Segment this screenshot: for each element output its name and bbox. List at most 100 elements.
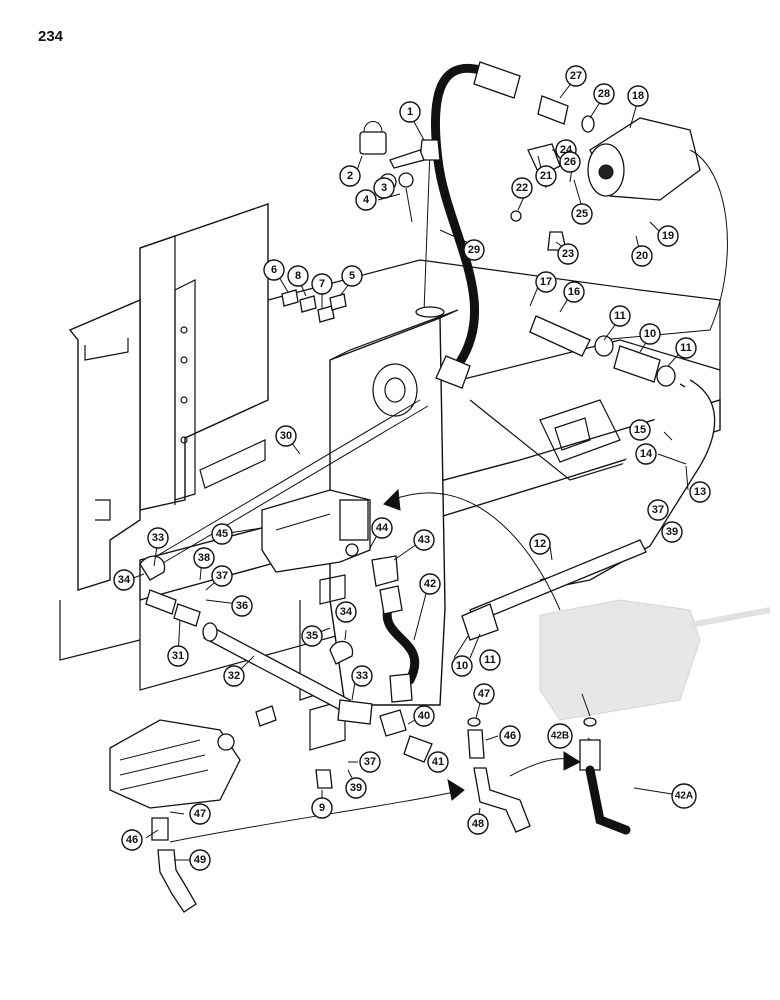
callout-37c: 37 <box>359 751 381 773</box>
callout-37a: 37 <box>211 565 233 587</box>
callout-34b: 34 <box>335 601 357 623</box>
svg-text:16: 16 <box>568 286 580 298</box>
callout-38: 38 <box>193 547 215 569</box>
callout-47b: 47 <box>189 803 211 825</box>
dipstick <box>415 139 445 318</box>
callout-17: 17 <box>535 271 557 293</box>
callout-10a: 10 <box>639 323 661 345</box>
callout-28: 28 <box>593 83 615 105</box>
svg-text:39: 39 <box>666 526 678 538</box>
svg-text:34: 34 <box>340 606 353 618</box>
control-valve-45 <box>261 489 371 573</box>
svg-text:38: 38 <box>198 552 210 564</box>
callout-8: 8 <box>287 265 309 287</box>
callout-18: 18 <box>627 85 649 107</box>
svg-text:23: 23 <box>562 248 574 260</box>
callout-46b: 46 <box>121 829 143 851</box>
small-fittings-5-8 <box>281 289 347 323</box>
callout-39b: 39 <box>345 777 367 799</box>
callout-35: 35 <box>301 625 323 647</box>
elbow-43 <box>371 555 399 587</box>
callout-34a: 34 <box>113 569 135 591</box>
callout-41: 41 <box>427 751 449 773</box>
svg-text:48: 48 <box>472 818 484 830</box>
callout-19: 19 <box>657 225 679 247</box>
suction-tube-assembly <box>529 315 716 591</box>
svg-text:47: 47 <box>194 808 206 820</box>
callout-36: 36 <box>231 595 253 617</box>
svg-text:18: 18 <box>632 90 644 102</box>
svg-text:33: 33 <box>152 532 164 544</box>
svg-text:45: 45 <box>216 528 228 540</box>
hydraulic-pump <box>587 117 728 341</box>
svg-text:49: 49 <box>194 854 206 866</box>
callout-20: 20 <box>631 245 653 267</box>
callout-29: 29 <box>463 239 485 261</box>
callout-21: 21 <box>535 165 557 187</box>
svg-text:13: 13 <box>694 486 706 498</box>
callout-43: 43 <box>413 529 435 551</box>
callout-33a: 33 <box>147 527 169 549</box>
ghost-control-valve <box>539 599 771 721</box>
svg-text:47: 47 <box>478 688 490 700</box>
svg-text:46: 46 <box>126 834 138 846</box>
tube-32-assembly <box>145 589 433 763</box>
svg-text:4: 4 <box>363 194 370 206</box>
svg-text:28: 28 <box>598 88 610 100</box>
callout-44: 44 <box>371 517 393 539</box>
svg-text:17: 17 <box>540 276 552 288</box>
plug-9 <box>315 769 333 789</box>
page-number: 234 <box>38 28 64 45</box>
callout-4: 4 <box>355 189 377 211</box>
lower-control-valve <box>109 719 241 913</box>
callout-11c: 11 <box>479 649 501 671</box>
svg-text:12: 12 <box>534 538 546 550</box>
callout-12: 12 <box>529 533 551 555</box>
callout-2: 2 <box>339 165 361 187</box>
svg-text:31: 31 <box>172 650 184 662</box>
svg-text:3: 3 <box>381 182 387 194</box>
fitting-11-lower <box>461 603 499 641</box>
svg-text:27: 27 <box>570 70 582 82</box>
svg-text:10: 10 <box>456 660 468 672</box>
svg-text:11: 11 <box>680 342 692 354</box>
svg-text:20: 20 <box>636 250 648 262</box>
plug-small <box>255 705 277 727</box>
callout-11a: 11 <box>609 305 631 327</box>
callout-25: 25 <box>571 203 593 225</box>
svg-text:29: 29 <box>468 244 480 256</box>
svg-text:6: 6 <box>271 264 277 276</box>
svg-text:46: 46 <box>504 730 516 742</box>
svg-text:37: 37 <box>216 570 228 582</box>
callout-45: 45 <box>211 523 233 545</box>
callout-markers: 1 2 3 4 5 6 7 8 9 10 10 11 11 11 12 13 1… <box>113 65 711 871</box>
svg-text:39: 39 <box>350 782 362 794</box>
callout-13: 13 <box>689 481 711 503</box>
svg-text:11: 11 <box>484 654 496 666</box>
svg-text:10: 10 <box>644 328 656 340</box>
callout-22: 22 <box>511 177 533 199</box>
callout-42: 42 <box>419 573 441 595</box>
callout-27: 27 <box>565 65 587 87</box>
callout-6: 6 <box>263 259 285 281</box>
callout-49: 49 <box>189 849 211 871</box>
svg-text:22: 22 <box>516 182 528 194</box>
callout-37b: 37 <box>647 499 669 521</box>
svg-text:11: 11 <box>614 310 626 322</box>
callout-11b: 11 <box>675 337 697 359</box>
callout-26: 26 <box>559 151 581 173</box>
svg-text:42B: 42B <box>551 731 569 742</box>
svg-text:8: 8 <box>295 270 301 282</box>
tube-30 <box>149 399 421 561</box>
callout-42b: 42B <box>547 723 573 749</box>
svg-text:35: 35 <box>306 630 318 642</box>
svg-text:37: 37 <box>652 504 664 516</box>
clamp-34b <box>329 640 354 665</box>
callout-32: 32 <box>223 665 245 687</box>
hydraulic-hose-29 <box>431 63 485 367</box>
callout-31: 31 <box>167 645 189 667</box>
hose-42a <box>585 765 631 835</box>
svg-text:42: 42 <box>424 578 436 590</box>
